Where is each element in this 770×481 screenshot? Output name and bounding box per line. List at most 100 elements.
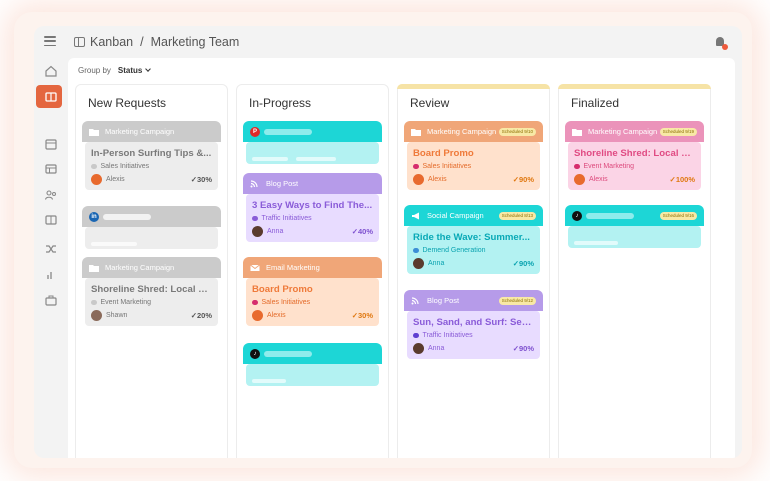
tag-dot bbox=[413, 163, 419, 170]
avatar bbox=[252, 226, 263, 237]
kanban-icon[interactable] bbox=[44, 91, 58, 103]
tag-label: Event Marketing bbox=[583, 163, 635, 170]
assignee-name: Anna bbox=[428, 345, 445, 352]
tag-dot bbox=[252, 215, 258, 222]
tiktok-icon: ♪ bbox=[250, 348, 260, 359]
task-card[interactable]: Marketing Campaign In-Person Surfing Tip… bbox=[82, 121, 221, 193]
card-type: Blog Post bbox=[266, 179, 299, 188]
tiktok-icon: ♪ bbox=[572, 210, 582, 221]
task-card[interactable]: Marketing Campaign Shoreline Shred: Loca… bbox=[82, 257, 221, 329]
card-body: In-Person Surfing Tips &... Sales Initia… bbox=[85, 142, 218, 190]
tag-dot bbox=[91, 299, 97, 306]
progress-value: ✓20% bbox=[190, 311, 212, 320]
card-tag: Event Marketing bbox=[574, 163, 695, 170]
column-title: In-Progress bbox=[249, 96, 312, 110]
card-type: Email Marketing bbox=[266, 263, 320, 272]
card-body bbox=[246, 364, 379, 386]
avatar bbox=[91, 310, 102, 321]
group-by-control[interactable]: Group by Status bbox=[78, 66, 152, 75]
tag-dot bbox=[252, 299, 258, 306]
briefcase-icon[interactable] bbox=[44, 294, 58, 306]
card-title[interactable]: Ride the Wave: Summer... bbox=[413, 232, 530, 243]
task-card[interactable]: Marketing Campaign Scheduled 9/10 Board … bbox=[404, 121, 543, 193]
column-title: Review bbox=[410, 96, 450, 110]
card-body bbox=[85, 227, 218, 249]
shuffle-icon[interactable] bbox=[44, 243, 58, 255]
assignee-name: Alexis bbox=[267, 312, 286, 319]
top-bar: Kanban / Marketing Team bbox=[34, 26, 742, 58]
card-footer: Alexis ✓90% bbox=[413, 174, 534, 185]
card-header: Marketing Campaign Scheduled 9/10 bbox=[404, 121, 543, 142]
placeholder-bar bbox=[252, 379, 286, 383]
card-body bbox=[568, 226, 701, 248]
card-title[interactable]: Shoreline Shred: Local Ev... bbox=[91, 284, 212, 295]
card-title[interactable]: Sun, Sand, and Surf: Seas... bbox=[413, 317, 534, 328]
card-title[interactable]: Shoreline Shred: Local Ev... bbox=[574, 148, 695, 159]
notification-badge bbox=[722, 44, 728, 50]
progress-value: ✓40% bbox=[351, 227, 373, 236]
task-card[interactable]: in bbox=[82, 206, 221, 252]
home-icon[interactable] bbox=[44, 65, 58, 77]
task-card[interactable]: ♪ Scheduled 9/16 bbox=[565, 205, 704, 251]
card-header: ♪ Scheduled 9/16 bbox=[565, 205, 704, 226]
chevron-down-icon[interactable] bbox=[145, 66, 152, 72]
card-header: ♪ bbox=[243, 343, 382, 364]
card-tag: Event Marketing bbox=[91, 299, 212, 306]
card-header: P bbox=[243, 121, 382, 142]
placeholder-bar bbox=[264, 128, 312, 135]
table-icon[interactable] bbox=[44, 163, 58, 175]
rss-icon bbox=[411, 296, 421, 305]
task-card[interactable]: P bbox=[243, 121, 382, 167]
team-icon[interactable] bbox=[44, 189, 58, 201]
task-card[interactable]: Marketing Campaign Scheduled 9/19 Shorel… bbox=[565, 121, 704, 193]
chart-icon[interactable] bbox=[44, 269, 58, 281]
sidebar bbox=[34, 58, 68, 458]
folder-icon bbox=[89, 128, 99, 136]
assignee-name: Shawn bbox=[106, 312, 128, 319]
avatar bbox=[413, 343, 424, 354]
card-tag: Traffic Initiatives bbox=[252, 215, 373, 222]
task-card[interactable]: Blog Post Scheduled 9/12 Sun, Sand, and … bbox=[404, 290, 543, 362]
group-by-label: Group by bbox=[78, 66, 111, 75]
task-card[interactable]: Social Campaign Scheduled 8/13 Ride the … bbox=[404, 205, 543, 277]
card-title[interactable]: In-Person Surfing Tips &... bbox=[91, 148, 212, 159]
task-card[interactable]: Email Marketing Board Promo Sales Initia… bbox=[243, 257, 382, 329]
tag-label: Sales Initiatives bbox=[422, 163, 472, 170]
task-card[interactable]: ♪ bbox=[243, 343, 382, 389]
card-footer: Alexis ✓30% bbox=[91, 174, 212, 185]
card-type: Blog Post bbox=[427, 296, 460, 305]
placeholder-bar bbox=[586, 212, 634, 219]
card-body: Shoreline Shred: Local Ev... Event Marke… bbox=[85, 278, 218, 326]
calendar-icon[interactable] bbox=[44, 138, 58, 150]
hamburger-menu-icon[interactable] bbox=[44, 36, 56, 47]
column-title: Finalized bbox=[571, 96, 620, 110]
kanban-icon bbox=[74, 37, 85, 47]
progress-value: ✓100% bbox=[669, 175, 695, 184]
notification-bell-icon[interactable] bbox=[716, 37, 724, 46]
progress-value: ✓90% bbox=[512, 344, 534, 353]
book-icon[interactable] bbox=[44, 214, 58, 226]
placeholder-bar bbox=[264, 350, 312, 357]
folder-icon bbox=[411, 128, 421, 136]
card-footer: Anna ✓90% bbox=[413, 343, 534, 354]
card-type: Social Campaign bbox=[427, 211, 484, 220]
card-title[interactable]: 3 Easy Ways to Find The... bbox=[252, 200, 373, 211]
card-header: in bbox=[82, 206, 221, 227]
assignee-name: Anna bbox=[267, 228, 284, 235]
task-card[interactable]: Blog Post 3 Easy Ways to Find The... Tra… bbox=[243, 173, 382, 245]
card-header: Marketing Campaign bbox=[82, 121, 221, 142]
avatar bbox=[252, 310, 263, 321]
group-by-value[interactable]: Status bbox=[117, 66, 143, 75]
avatar bbox=[574, 174, 585, 185]
breadcrumb-separator: / bbox=[140, 35, 144, 49]
card-title[interactable]: Board Promo bbox=[252, 284, 313, 295]
card-title[interactable]: Board Promo bbox=[413, 148, 474, 159]
tag-dot bbox=[91, 163, 97, 170]
breadcrumb-board: Marketing Team bbox=[150, 35, 240, 49]
pinterest-icon: P bbox=[250, 126, 260, 137]
card-tag: Sales Initiatives bbox=[252, 299, 373, 306]
breadcrumb-app[interactable]: Kanban bbox=[90, 35, 134, 49]
sidebar-active-highlight bbox=[36, 85, 62, 108]
placeholder-bar bbox=[91, 242, 137, 246]
placeholder-bar bbox=[252, 157, 288, 161]
